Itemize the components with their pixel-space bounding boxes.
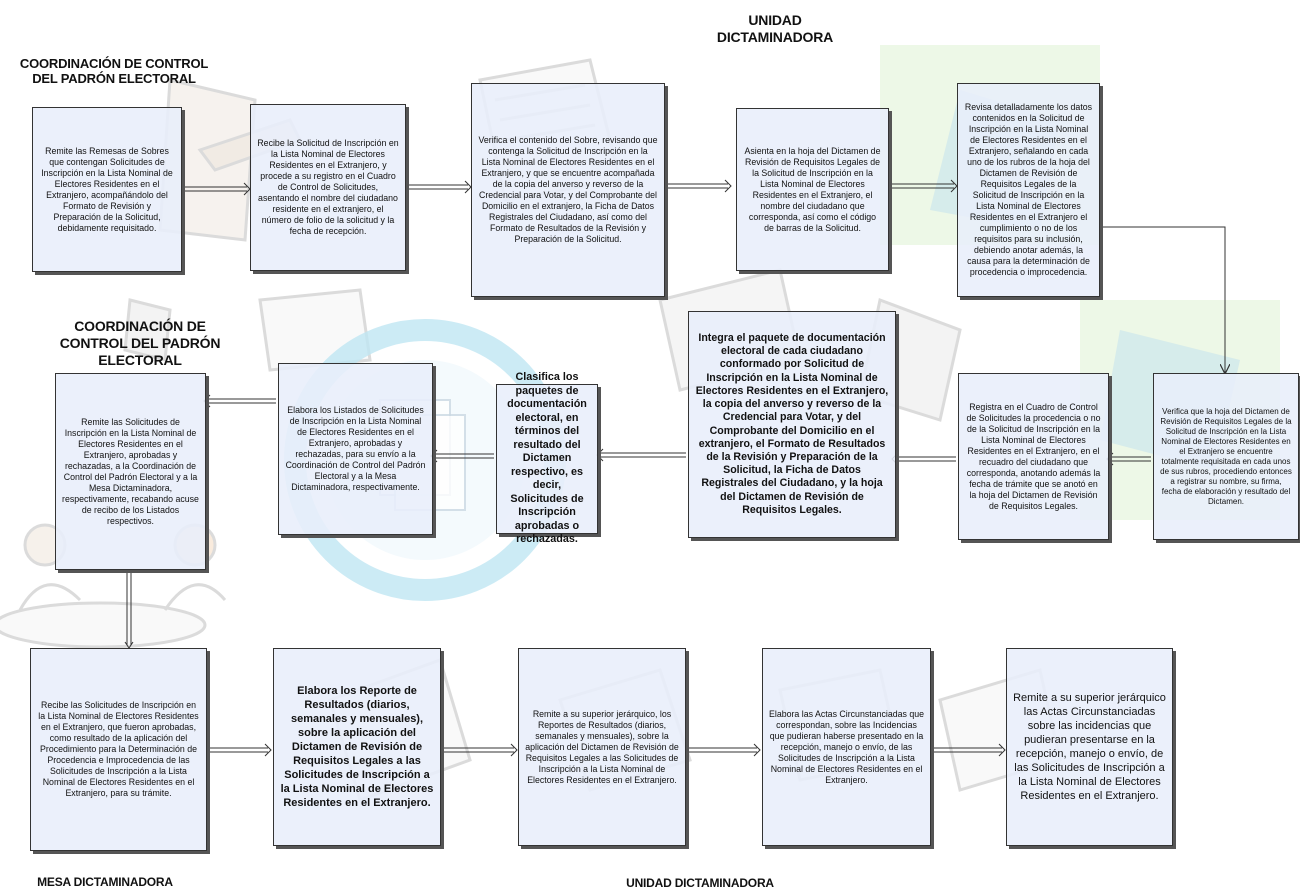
step-registra-cuadro: Registra en el Cuadro de Control de Soli… [958,373,1109,540]
header-mesa-bottom: MESA DICTAMINADORA [37,875,173,889]
header-unidad-top: UNIDAD DICTAMINADORA [716,12,834,45]
step-revisa-datos: Revisa detalladamente los datos contenid… [957,83,1100,297]
step-remite-solicitudes-ccpe: Remite las Solicitudes de Inscripción en… [55,373,206,570]
step-recibe-solicitud: Recibe la Solicitud de Inscripción en la… [250,104,406,271]
step-remite-actas: Remite a su superior jerárquico las Acta… [1006,648,1173,846]
step-elabora-reportes: Elabora los Reporte de Resultados (diari… [273,648,441,846]
step-clasifica-paquetes: Clasifica los paquetes de documentación … [496,371,598,545]
step-integra-paquete: Integra el paquete de documentación elec… [688,311,896,538]
step-verifica-sobre: Verifica el contenido del Sobre, revisan… [471,83,665,297]
step-recibe-aprobadas: Recibe las Solicitudes de Inscripción en… [30,648,207,851]
step-remite-reportes: Remite a su superior jerárquico, los Rep… [518,648,686,846]
header-coordinacion-top: COORDINACIÓN DE CONTROL DEL PADRÓN ELECT… [19,56,209,86]
header-unidad-bottom: UNIDAD DICTAMINADORA [626,876,774,890]
step-asienta-dictamen: Asienta en la hoja del Dictamen de Revis… [736,108,889,271]
header-coordinacion-mid: COORDINACIÓN DE CONTROL DEL PADRÓN ELECT… [59,318,221,368]
step-elabora-listados: Elabora los Listados de Solicitudes de I… [278,363,433,535]
step-elabora-actas: Elabora las Actas Circunstanciadas que c… [762,648,931,846]
step-verifica-hoja-dictamen: Verifica que la hoja del Dictamen de Rev… [1153,373,1299,540]
step-remite-remesas: Remite las Remesas de Sobres que conteng… [32,107,182,272]
arrow-1-2 [182,186,247,192]
